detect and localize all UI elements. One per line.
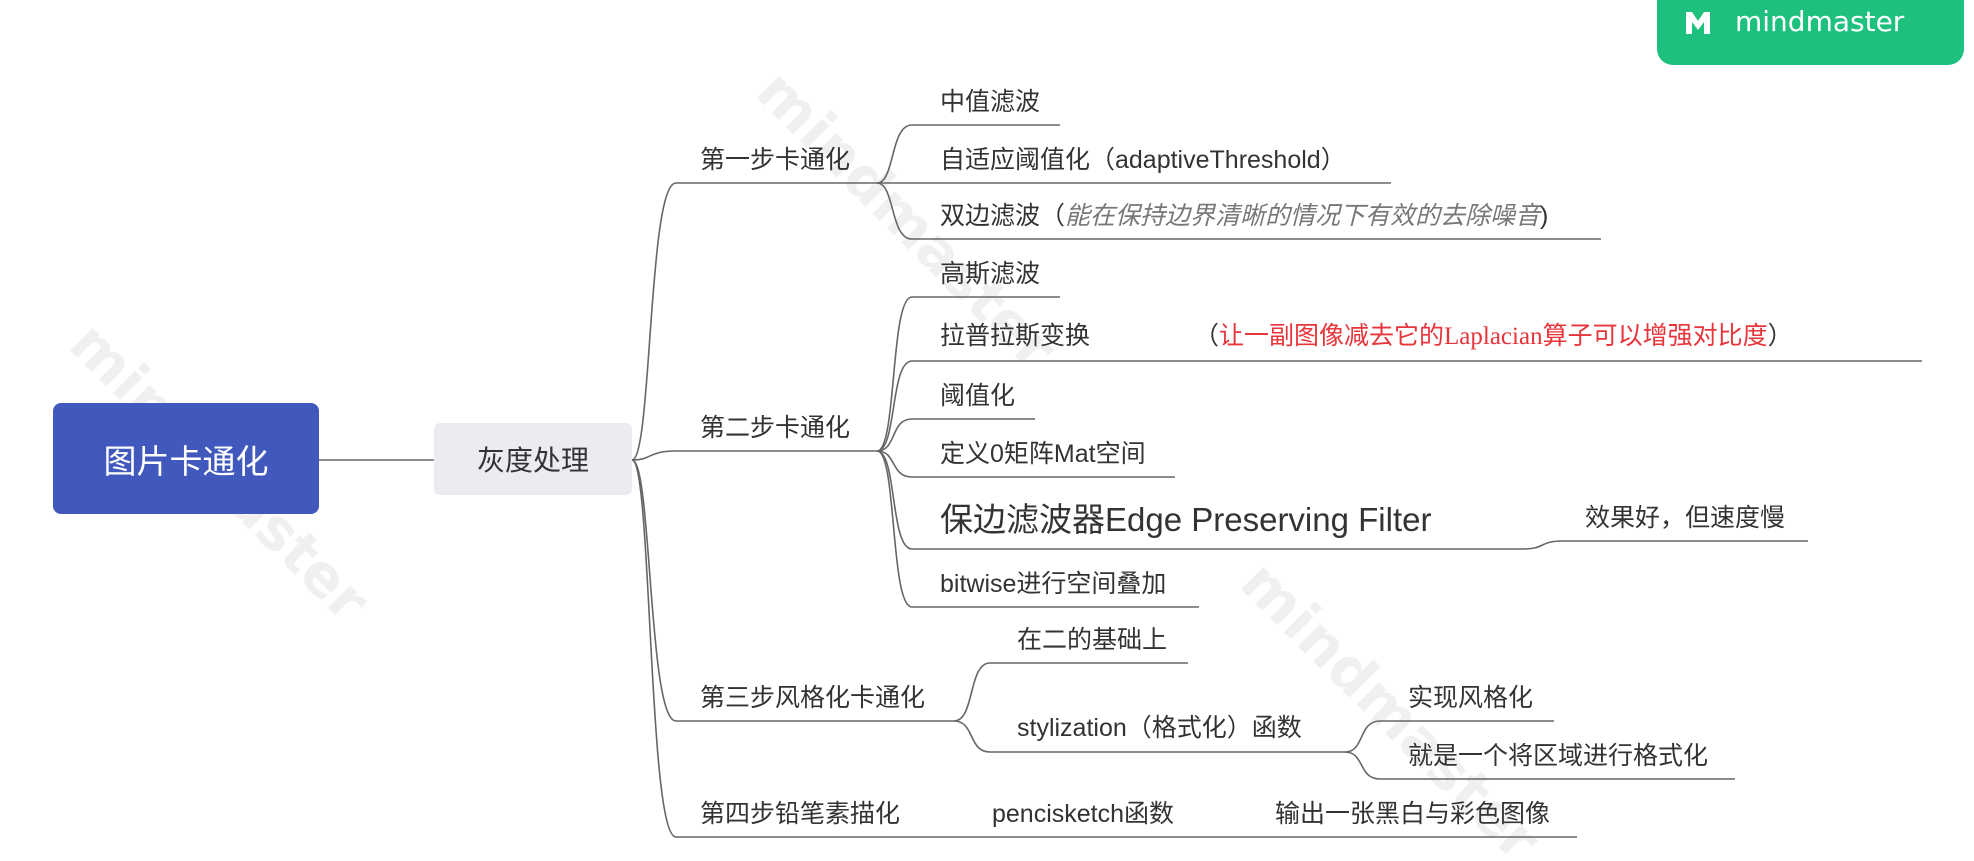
subtopic-step-1[interactable]: 第一步卡通化 <box>700 146 851 174</box>
subtopic-edge-preserving-filter[interactable]: 保边滤波器Edge Preserving Filter <box>940 501 1432 538</box>
subtopic-output-bw-color-image[interactable]: 输出一张黑白与彩色图像 <box>1275 800 1551 828</box>
subtopic-step-3[interactable]: 第三步风格化卡通化 <box>700 684 926 712</box>
connector-line <box>876 182 1601 240</box>
connector-line <box>631 450 877 461</box>
subtopic-step-2[interactable]: 第二步卡通化 <box>700 414 851 442</box>
subtopic-gaussian-filter[interactable]: 高斯滤波 <box>940 260 1041 288</box>
central-topic[interactable]: 图片卡通化 <box>53 403 319 514</box>
connector-line <box>876 360 1922 452</box>
connector-line <box>1344 720 1554 753</box>
subtopic-stylization-function[interactable]: stylization（格式化）函数 <box>1017 714 1302 742</box>
note-laplacian-text: 让一副图像减去它的Laplacian算子可以增强对比度 <box>1219 323 1768 350</box>
connector-line <box>631 459 954 722</box>
subtopic-laplacian-transform[interactable]: 拉普拉斯变换 <box>940 322 1091 350</box>
subtopic-based-on-step-2[interactable]: 在二的基础上 <box>1017 626 1168 654</box>
main-topic[interactable]: 灰度处理 <box>434 423 632 495</box>
connector-line <box>953 720 1345 753</box>
subtopic-bitwise-overlay[interactable]: bitwise进行空间叠加 <box>940 570 1167 598</box>
subtopic-bilateral-filter[interactable]: 双边滤波（能在保持边界清晰的情况下有效的去除噪音) <box>940 200 1548 232</box>
mindmaster-logo-icon <box>1686 12 1710 34</box>
connector-line <box>876 450 1199 608</box>
connector-line <box>631 459 1577 838</box>
subtopic-pencil-sketch-function[interactable]: pencisketch函数 <box>992 800 1175 828</box>
subtopic-effect-good-but-slow[interactable]: 效果好，但速度慢 <box>1585 504 1786 532</box>
subtopic-step-4[interactable]: 第四步铅笔素描化 <box>700 800 901 828</box>
connector-line <box>876 296 1060 452</box>
subtopic-adaptive-threshold[interactable]: 自适应阈值化（adaptiveThreshold） <box>940 146 1346 174</box>
bilateral-filter-note: 能在保持边界清晰的情况下有效的去除噪音 <box>1065 203 1541 230</box>
connector-line <box>876 418 1035 452</box>
connector-line <box>1344 751 1735 780</box>
subtopic-format-regions[interactable]: 就是一个将区域进行格式化 <box>1408 742 1709 770</box>
connector-line <box>953 662 1188 722</box>
note-close-paren: ） <box>1767 322 1793 350</box>
mindmaster-logo-text: mindmaster <box>1735 5 1905 38</box>
connector-line <box>631 182 877 461</box>
connector-line <box>876 450 1808 550</box>
bilateral-filter-close: ) <box>1540 202 1549 230</box>
connector-line <box>876 450 1175 478</box>
bilateral-filter-label: 双边滤波（ <box>940 202 1066 230</box>
connector-line <box>876 124 1060 184</box>
subtopic-zero-matrix[interactable]: 定义0矩阵Mat空间 <box>940 440 1146 468</box>
subtopic-median-filter[interactable]: 中值滤波 <box>940 88 1041 116</box>
mindmaster-logo: mindmaster <box>1657 0 1964 65</box>
note-laplacian-contrast[interactable]: （让一副图像减去它的Laplacian算子可以增强对比度） <box>1194 320 1793 352</box>
subtopic-achieve-stylization[interactable]: 实现风格化 <box>1408 684 1534 712</box>
note-open-paren: （ <box>1194 322 1220 350</box>
subtopic-threshold[interactable]: 阈值化 <box>940 382 1016 410</box>
